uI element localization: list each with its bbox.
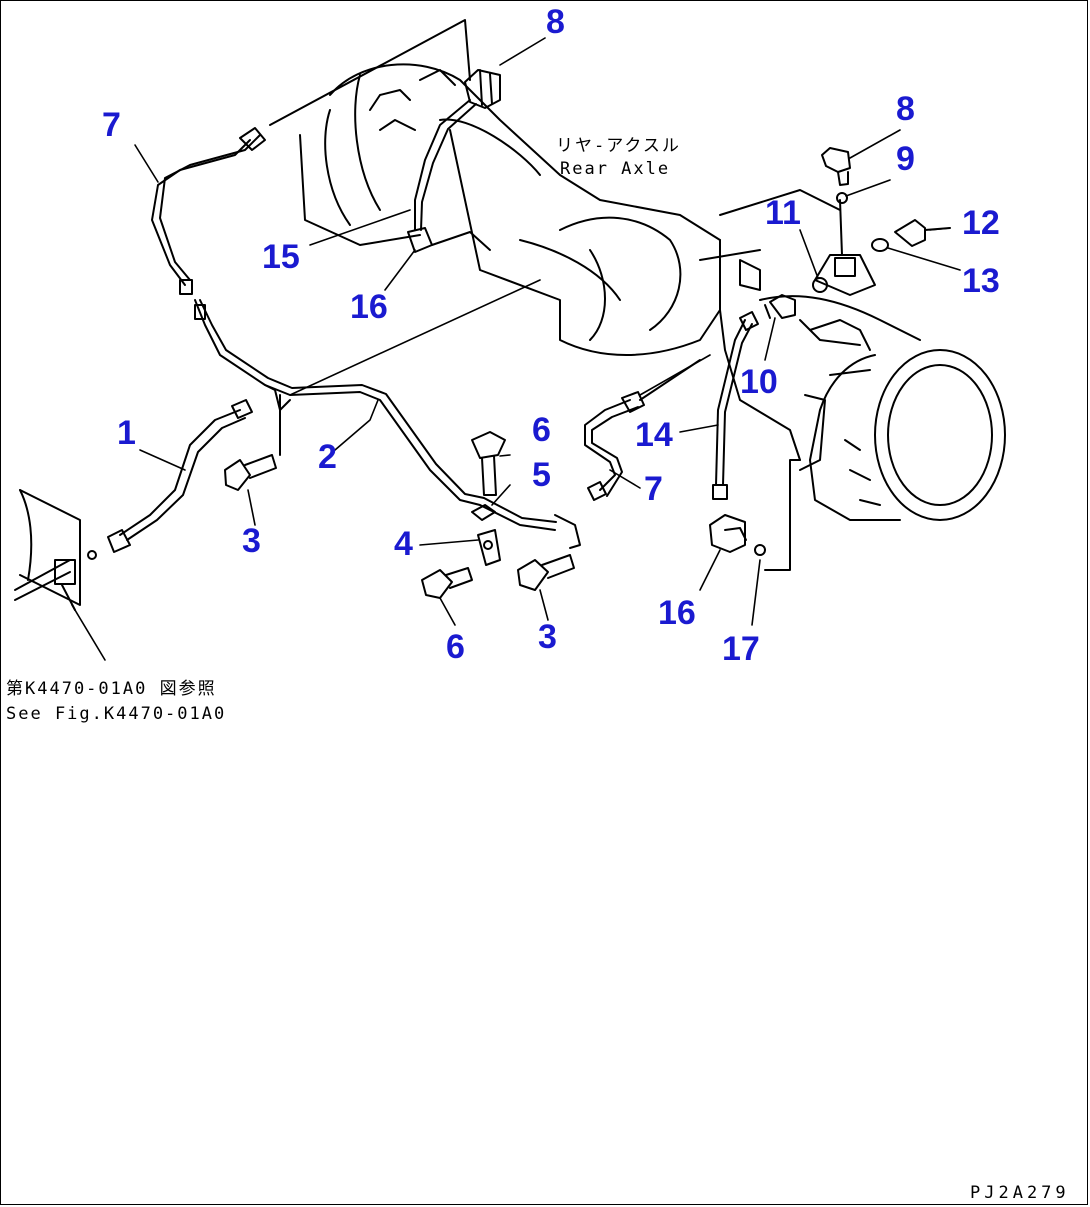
callout-15: 15	[262, 238, 300, 276]
callout-14: 14	[635, 416, 673, 454]
leader-lines	[71, 37, 961, 661]
callout-3-left: 3	[242, 522, 261, 560]
rear-axle-outline	[269, 19, 921, 461]
callout-17: 17	[722, 630, 760, 668]
callout-3-right: 3	[538, 618, 557, 656]
callout-7-middle: 7	[644, 470, 663, 508]
adapter-10-drawing	[764, 294, 796, 319]
callout-11: 11	[765, 194, 801, 232]
wheel-hub-drawing	[799, 319, 1006, 521]
drawing-code: PJ2A279	[970, 1183, 1070, 1203]
hose-1-drawing	[107, 399, 253, 553]
pipe-14-drawing	[712, 311, 759, 500]
bolt-6-lower-drawing	[421, 567, 473, 599]
callout-6-upper: 6	[532, 411, 551, 449]
rear-axle-label-jp: リヤ-アクスル	[556, 136, 681, 156]
reference-label-jp: 第K4470-01A0 図参照	[6, 679, 217, 699]
reference-label-en: See Fig.K4470-01A0	[6, 704, 227, 724]
callout-10: 10	[740, 363, 778, 401]
callout-9: 9	[896, 140, 915, 178]
mount-bracket-drawing	[812, 192, 951, 296]
bolt-3-left-drawing	[224, 394, 281, 491]
pipe-15-drawing	[407, 99, 491, 253]
rear-axle-label-en: Rear Axle	[560, 159, 671, 179]
block-16-lower-drawing	[709, 459, 801, 571]
callout-8-upper-right: 8	[896, 90, 915, 128]
callout-16-lower: 16	[658, 594, 696, 632]
callout-5: 5	[532, 456, 551, 494]
bolt-3-right-drawing	[517, 514, 581, 591]
callout-13: 13	[962, 262, 1000, 300]
callout-12: 12	[962, 204, 1000, 242]
pipe-2-drawing	[194, 299, 557, 531]
callout-1: 1	[117, 414, 136, 452]
callout-7-upper: 7	[102, 106, 121, 144]
callout-16-upper: 16	[350, 288, 388, 326]
bolt-6-upper-drawing	[471, 431, 506, 496]
callout-4: 4	[394, 525, 413, 563]
callout-8-upper-left: 8	[546, 3, 565, 41]
callout-6-lower: 6	[446, 628, 465, 666]
hose-7-upper-drawing	[151, 127, 266, 295]
elbow-fitting-8-right-drawing	[821, 147, 851, 186]
elbow-fitting-8-left-drawing	[464, 69, 501, 109]
clamp-drawing	[471, 504, 501, 566]
callout-2: 2	[318, 438, 337, 476]
reference-detail-drawing	[14, 489, 97, 611]
